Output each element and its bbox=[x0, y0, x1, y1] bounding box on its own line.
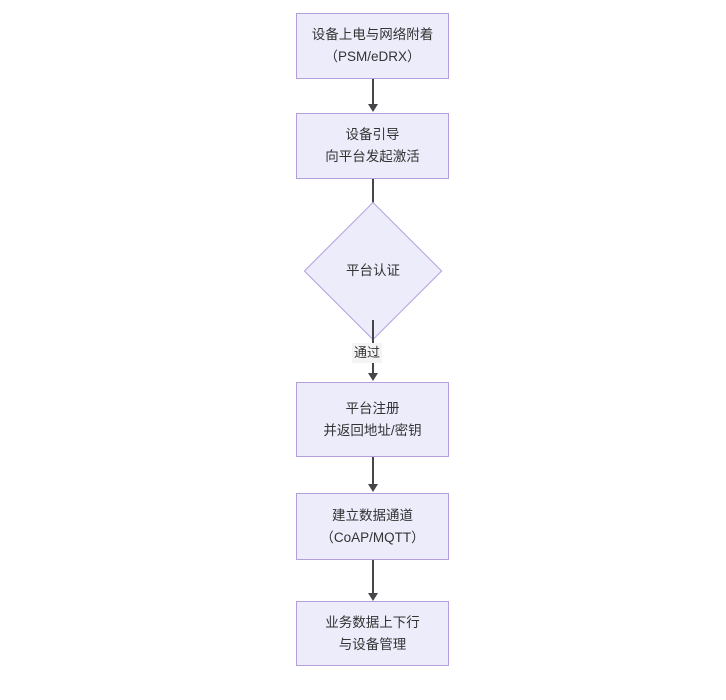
node-text-line: 并返回地址/密钥 bbox=[323, 422, 422, 438]
node-text-line: 向平台发起激活 bbox=[325, 149, 420, 164]
node-text-line: 设备引导 bbox=[345, 127, 400, 142]
arrowhead-n1-n2 bbox=[368, 104, 378, 112]
node-text-line: （PSM/eDRX） bbox=[324, 49, 421, 64]
node-text-line: 与设备管理 bbox=[338, 636, 407, 652]
flow-node-device-bootstrap[interactable]: 设备引导 向平台发起激活 bbox=[296, 113, 449, 179]
arrowhead-n4-n5 bbox=[368, 484, 378, 492]
arrowhead-n3-n4 bbox=[368, 373, 378, 381]
connector-n4-n5 bbox=[372, 457, 374, 485]
flow-node-data-channel[interactable]: 建立数据通道 （CoAP/MQTT） bbox=[296, 493, 449, 560]
edge-label-pass: 通过 bbox=[352, 343, 383, 363]
arrowhead-n5-n6 bbox=[368, 593, 378, 601]
connector-n1-n2 bbox=[372, 79, 374, 106]
node-text-line: 建立数据通道 bbox=[332, 507, 413, 523]
node-text-line: 设备上电与网络附着 bbox=[311, 27, 434, 42]
flow-node-platform-auth-decision[interactable]: 平台认证 bbox=[303, 201, 443, 341]
flow-node-platform-register[interactable]: 平台注册 并返回地址/密钥 bbox=[296, 382, 449, 457]
flow-node-power-on[interactable]: 设备上电与网络附着 （PSM/eDRX） bbox=[296, 13, 449, 79]
node-text-line: 业务数据上下行 bbox=[325, 614, 420, 630]
node-text-line: 平台注册 bbox=[345, 400, 400, 416]
node-text-line: 平台认证 bbox=[346, 263, 400, 278]
node-text-line: （CoAP/MQTT） bbox=[320, 529, 425, 545]
connector-n5-n6 bbox=[372, 560, 374, 595]
flow-node-business-data[interactable]: 业务数据上下行 与设备管理 bbox=[296, 601, 449, 666]
connector-n2-n3 bbox=[372, 179, 374, 215]
